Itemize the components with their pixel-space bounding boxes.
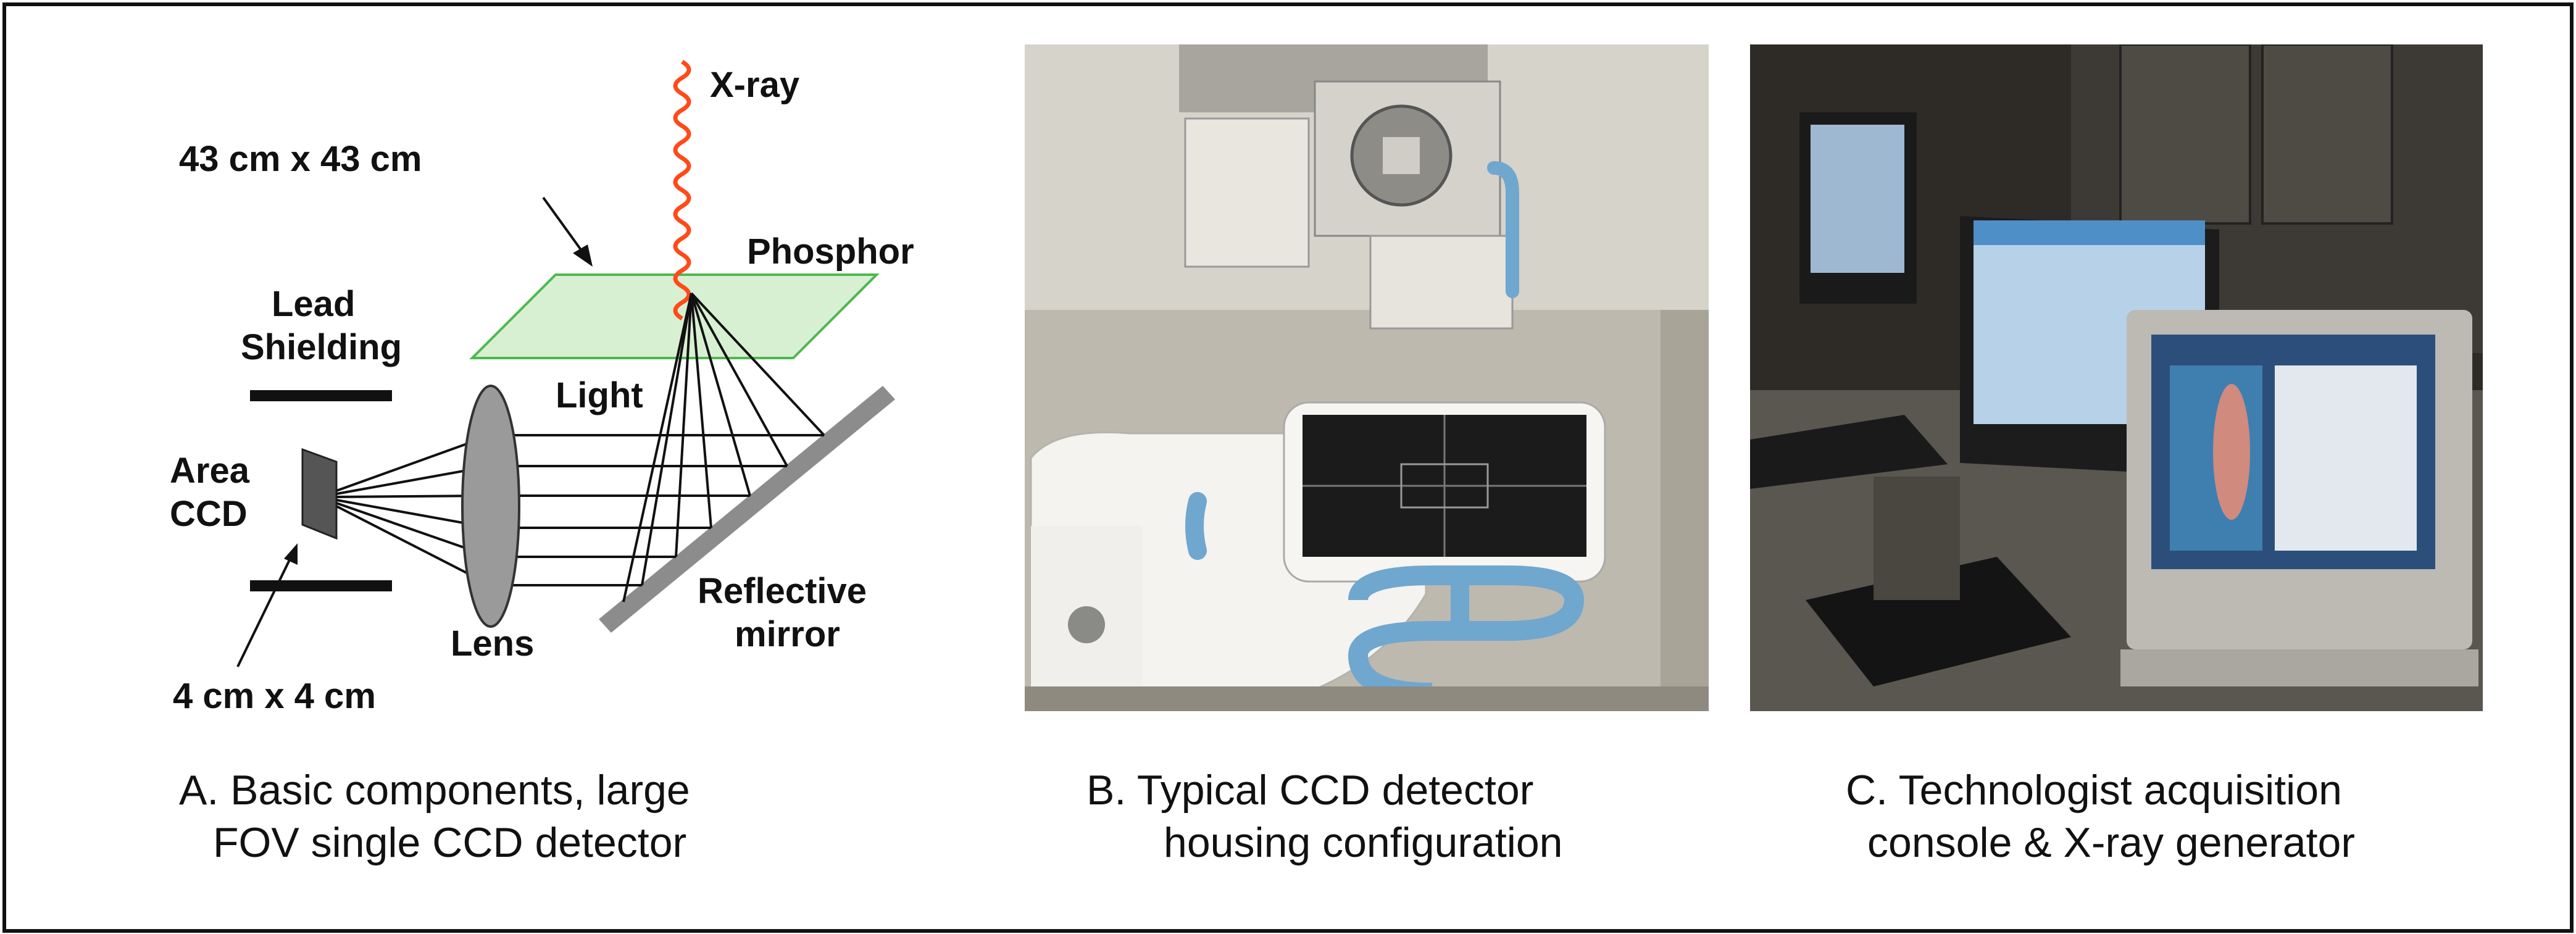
caption-b-line1: B. Typical CCD detector — [1086, 767, 1534, 814]
phosphor-plate — [469, 273, 880, 359]
lens — [461, 385, 520, 628]
ccd-size-arrow-line — [236, 558, 291, 667]
mirror-label-line1: Reflective — [698, 571, 867, 611]
phosphor-size-arrow-head — [573, 244, 593, 267]
caption-a-line2: FOV single CCD detector — [213, 819, 687, 866]
xray-wave — [673, 59, 691, 321]
detector-housing-photo — [1025, 44, 1709, 711]
acquisition-console-photo — [1750, 44, 2483, 711]
light-label: Light — [556, 375, 643, 415]
ccd-size-arrow-head — [284, 543, 298, 565]
lead-label-line2: Shielding — [241, 327, 402, 367]
caption-b-line2: housing configuration — [1164, 819, 1563, 866]
light-rays-mirror-lens — [491, 434, 824, 586]
caption-c-line2: console & X-ray generator — [1867, 819, 2355, 866]
lens-label: Lens — [451, 623, 535, 664]
light-rays-phosphor-mirror — [622, 292, 825, 603]
area-ccd-label-line2: CCD — [170, 494, 248, 534]
phosphor-size-label: 43 cm x 43 cm — [179, 139, 422, 179]
phosphor-size-arrow-line — [542, 196, 585, 254]
lead-shield-bottom — [250, 580, 392, 591]
caption-c-line1: C. Technologist acquisition — [1846, 767, 2342, 814]
ccd-size-label: 4 cm x 4 cm — [173, 676, 376, 716]
area-ccd — [301, 448, 338, 540]
reflective-mirror — [599, 386, 895, 633]
area-ccd-label-line1: Area — [170, 451, 249, 491]
xray-label: X-ray — [710, 65, 800, 105]
caption-a-line1: A. Basic components, large — [179, 767, 690, 814]
lead-label-line1: Lead — [272, 284, 356, 324]
lead-shield-top — [250, 390, 392, 401]
mirror-label-line2: mirror — [735, 614, 840, 654]
phosphor-label: Phosphor — [747, 231, 914, 272]
